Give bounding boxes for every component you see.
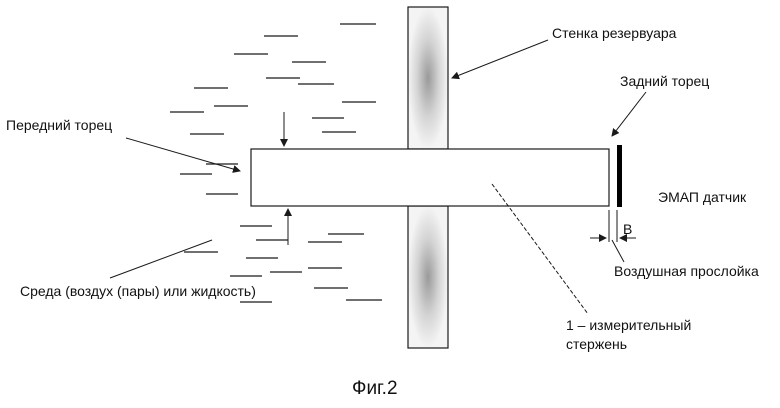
wall-leader-arrow [452, 40, 548, 78]
emat-sensor-label: ЭМАП датчик [658, 189, 747, 205]
wall-label: Стенка резервуара [552, 25, 677, 41]
gap-letter-label: B [623, 221, 632, 237]
air-gap-label: Воздушная прослойка [614, 263, 759, 279]
front-face-label: Передний торец [6, 117, 112, 133]
front-face-leader-arrow [126, 138, 240, 171]
rear-face-label: Задний торец [620, 73, 709, 89]
rear-face-leader-arrow [612, 92, 646, 136]
measuring-rod [251, 149, 609, 206]
rod-label-line2: стержень [566, 336, 627, 352]
rod-label-line1: 1 – измерительный [566, 317, 691, 333]
figure-caption: Фиг.2 [352, 378, 398, 399]
emat-sensor [617, 145, 622, 207]
medium-label: Среда (воздух (пары) или жидкость) [20, 283, 256, 299]
tank-wall-lower [408, 206, 448, 348]
tank-wall-upper [408, 7, 448, 149]
medium-leader-line [110, 240, 212, 278]
